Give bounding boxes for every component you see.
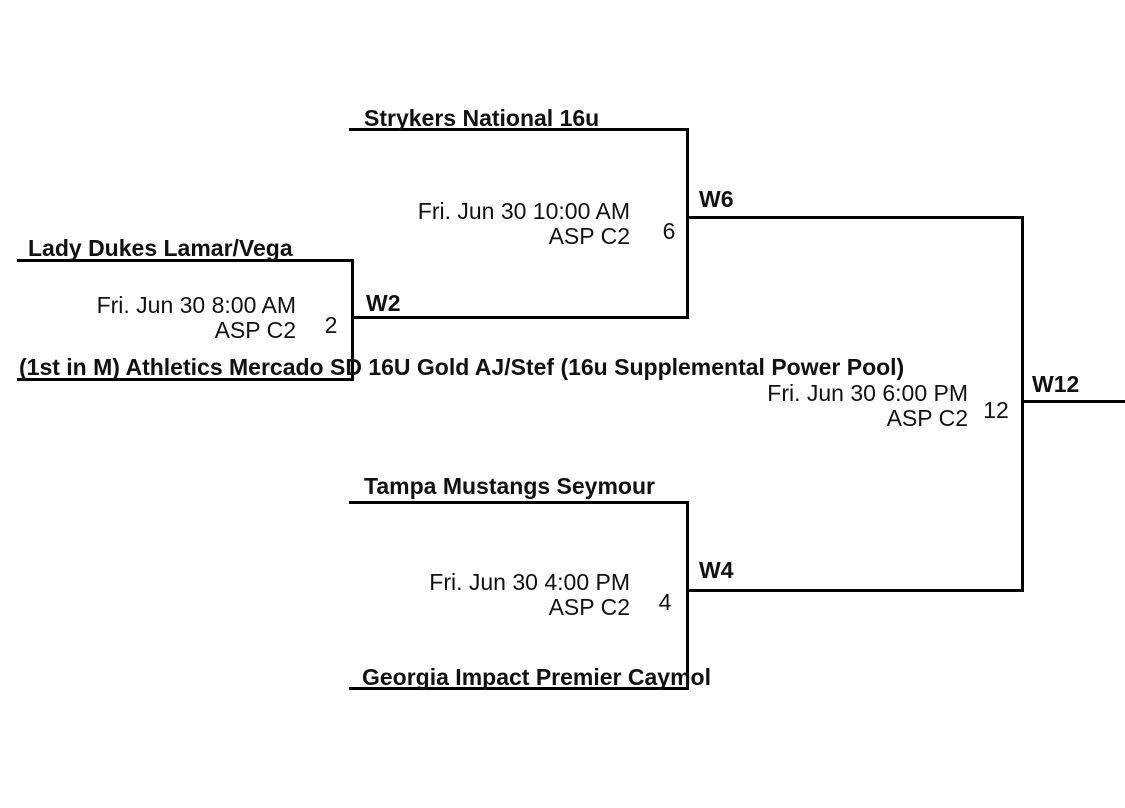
team-underline-georgia-impact [349,687,689,690]
game2-datetime: Fri. Jun 30 8:00 AM [96,292,296,318]
game4-winner-label: W4 [699,557,734,583]
team-underline-tampa-mustangs [349,501,689,504]
game2-number: 2 [324,312,338,338]
winner-line-w6 [687,216,1024,219]
game4-schedule: Fri. Jun 30 4:00 PM ASP C2 [374,570,630,620]
team-underline-strykers [349,128,689,131]
winner-line-w4 [687,589,1024,592]
game2-venue: ASP C2 [214,317,296,343]
game4-number: 4 [658,589,672,615]
game6-venue: ASP C2 [548,223,630,249]
winner-line-w12 [1021,400,1125,403]
game12-datetime: Fri. Jun 30 6:00 PM [767,380,968,406]
team-name-georgia-impact-premier[interactable]: Georgia Impact Premier Caymol [362,664,711,690]
game6-winner-label: W6 [699,186,734,212]
connector-game12 [1021,216,1024,592]
game4-datetime: Fri. Jun 30 4:00 PM [429,569,630,595]
game6-number: 6 [662,218,676,244]
game12-venue: ASP C2 [886,405,968,431]
game12-number: 12 [983,397,1009,423]
game6-schedule: Fri. Jun 30 10:00 AM ASP C2 [374,199,630,249]
game2-schedule: Fri. Jun 30 8:00 AM ASP C2 [40,293,296,343]
team-name-athletics-mercado[interactable]: (1st in M) Athletics Mercado SD 16U Gold… [19,354,905,380]
team-name-tampa-mustangs-seymour[interactable]: Tampa Mustangs Seymour [364,473,655,499]
winner-line-w2 [351,316,689,319]
connector-game4 [686,501,689,690]
game12-schedule: Fri. Jun 30 6:00 PM ASP C2 [712,381,968,431]
team-underline-athletics-mercado [17,378,354,381]
team-name-lady-dukes-lamar-vega[interactable]: Lady Dukes Lamar/Vega [28,235,293,261]
game2-winner-label: W2 [366,290,401,316]
game6-datetime: Fri. Jun 30 10:00 AM [417,198,630,224]
connector-game6 [686,128,689,319]
connector-game2 [351,259,354,381]
game4-venue: ASP C2 [548,594,630,620]
game12-winner-label: W12 [1032,371,1080,397]
team-underline-lady-dukes [17,259,354,262]
team-name-strykers-national[interactable]: Strykers National 16u [364,105,600,131]
